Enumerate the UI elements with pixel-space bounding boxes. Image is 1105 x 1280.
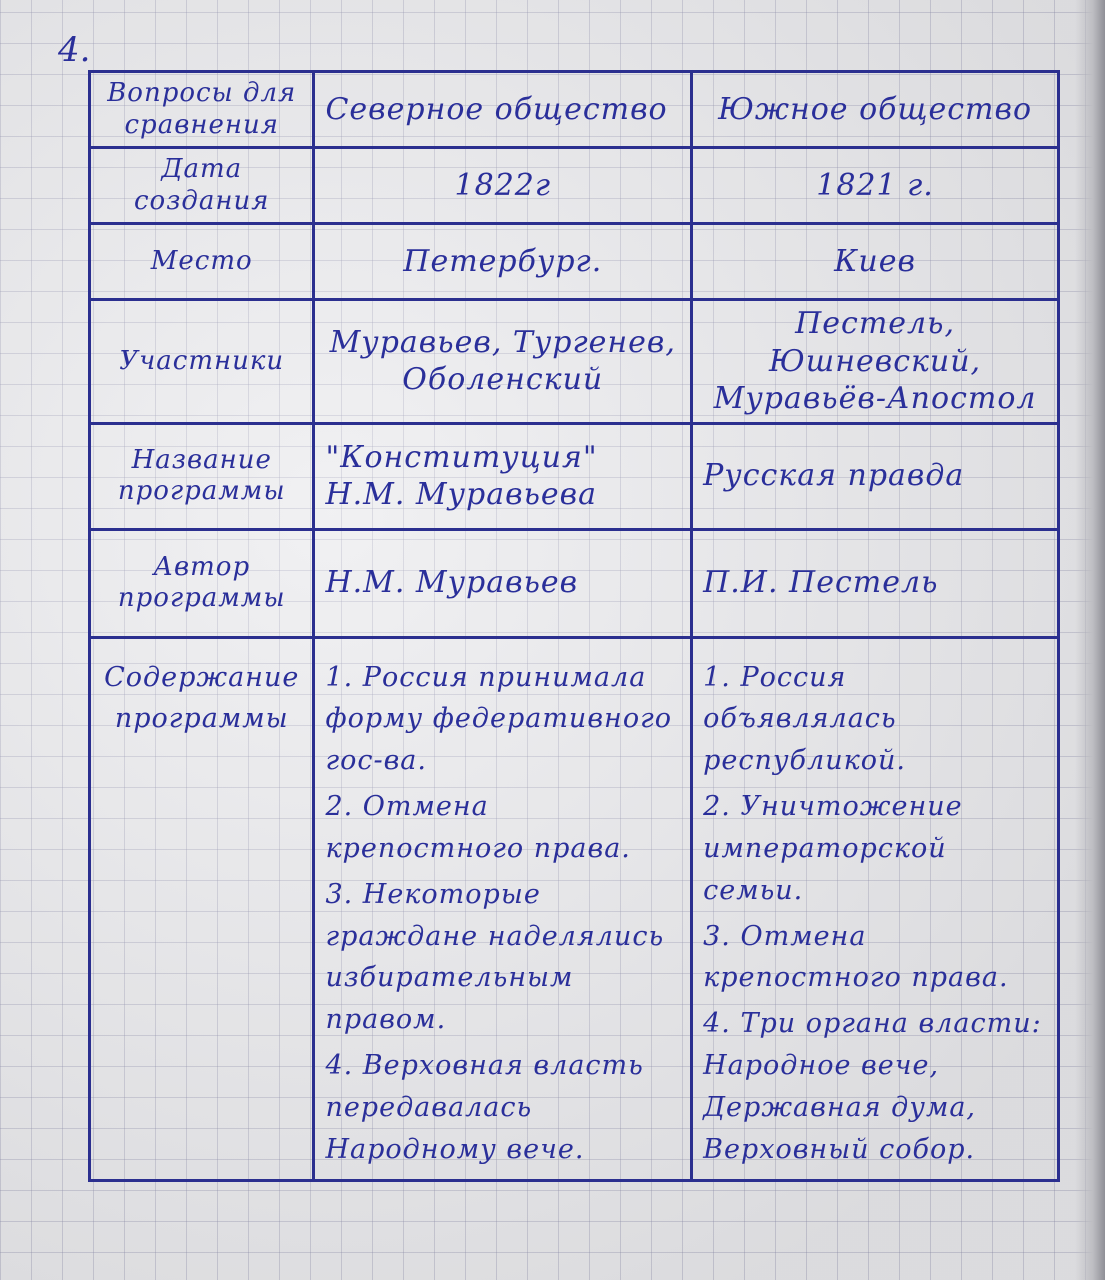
table-row-program-author: Автор программы Н.М. Муравьев П.И. Песте… bbox=[87, 527, 1060, 639]
row-question: Содержание программы bbox=[87, 635, 316, 1182]
table-row-program-content: Содержание программы 1. Россия принимала… bbox=[87, 635, 1060, 1182]
table-row-members: Участники Муравьев, Тургенев, Оболенский… bbox=[87, 298, 1060, 425]
row-question: Место bbox=[87, 222, 316, 301]
table-row-program-name: Название программы "Конституция" Н.М. Му… bbox=[87, 421, 1060, 531]
row-question: Автор программы bbox=[87, 527, 316, 639]
row-question: Название программы bbox=[87, 421, 316, 531]
header-south-society: Южное общество bbox=[690, 70, 1060, 149]
list-item: 1. Россия принимала форму федеративного … bbox=[325, 661, 672, 777]
row-south-value: П.И. Пестель bbox=[690, 527, 1060, 639]
south-content-cell: 1. Россия объявлялась республикой. 2. Ун… bbox=[690, 635, 1060, 1182]
row-south-value: 1821 г. bbox=[690, 146, 1060, 225]
row-north-value: "Конституция" Н.М. Муравьева bbox=[312, 421, 694, 531]
notebook-page-edge bbox=[1075, 0, 1105, 1280]
header-north-society: Северное общество bbox=[312, 70, 694, 149]
list-item: 3. Некоторые граждане наделялись избират… bbox=[325, 878, 665, 1036]
row-question: Дата создания bbox=[87, 146, 316, 225]
row-north-value: 1822г bbox=[312, 146, 694, 225]
table-row-date: Дата создания 1822г 1821 г. bbox=[87, 146, 1060, 225]
row-south-value: Киев bbox=[690, 222, 1060, 301]
list-item: 1. Россия объявлялась республикой. bbox=[703, 661, 906, 777]
list-item: 2. Уничтожение императорской семьи. bbox=[703, 791, 963, 906]
row-north-value: Петербург. bbox=[312, 222, 694, 301]
row-south-value: Пестель, Юшневский, Муравьёв-Апостол bbox=[690, 298, 1060, 425]
row-south-value: Русская правда bbox=[690, 421, 1060, 531]
header-question: Вопросы для сравнения bbox=[87, 70, 316, 149]
task-number: 4. bbox=[58, 30, 91, 70]
list-item: 3. Отмена крепостного права. bbox=[703, 920, 1009, 994]
row-north-value: Муравьев, Тургенев, Оболенский bbox=[312, 298, 694, 425]
north-content-cell: 1. Россия принимала форму федеративного … bbox=[312, 635, 694, 1182]
row-north-value: Н.М. Муравьев bbox=[312, 527, 694, 639]
list-item: 2. Отмена крепостного права. bbox=[325, 791, 631, 864]
list-item: 4. Верховная власть передавалась Народно… bbox=[325, 1050, 644, 1165]
comparison-table: Вопросы для сравнения Северное общество … bbox=[87, 70, 1060, 1182]
list-item: 4. Три органа власти: Народное вече, Дер… bbox=[703, 1008, 1042, 1165]
row-question: Участники bbox=[87, 298, 316, 425]
header-row: Вопросы для сравнения Северное общество … bbox=[87, 70, 1060, 149]
table-row-place: Место Петербург. Киев bbox=[87, 222, 1060, 301]
